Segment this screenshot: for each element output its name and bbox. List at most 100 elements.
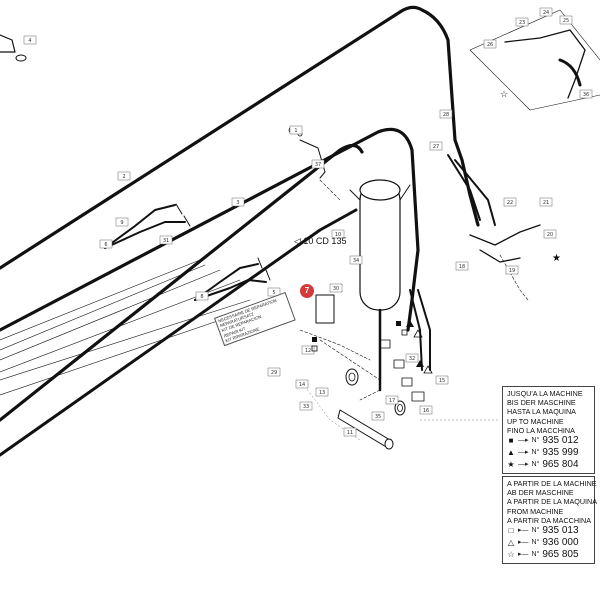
square-outline-marker [311, 345, 318, 352]
svg-text:37: 37 [315, 162, 321, 168]
hydraulic-hose [0, 127, 420, 332]
svg-text:2: 2 [122, 174, 125, 180]
part-callout: 2 [117, 171, 131, 181]
legend-line: A PARTIR DE LA MAQUINA [507, 497, 597, 507]
part-callout: 16 [419, 405, 433, 415]
arrow-left-icon: ◁ [294, 236, 304, 246]
part-callout: 30 [329, 283, 343, 293]
svg-text:31: 31 [163, 238, 169, 244]
svg-text:28: 28 [443, 112, 449, 118]
callout-layer: 1 2 3 4 5 6 8 9 10 11 12 13 14 15 16 17 … [23, 7, 593, 437]
part-callout: 35 [371, 411, 385, 421]
part-callout: 12 [301, 345, 315, 355]
serial-range-row: ▲ —▸ N° 935 999 [507, 447, 590, 459]
part-callout: 24 [539, 7, 553, 17]
svg-text:36: 36 [583, 92, 589, 98]
svg-text:26: 26 [487, 42, 493, 48]
star-filled-marker: ★ [552, 253, 561, 264]
svg-text:35: 35 [375, 414, 381, 420]
svg-text:33: 33 [303, 404, 309, 410]
square-outline-marker [401, 329, 408, 336]
serial-prefix: N° [531, 461, 540, 469]
part-callout: 27 [429, 141, 443, 151]
svg-text:24: 24 [543, 10, 549, 16]
square-filled-icon: ■ [508, 436, 514, 446]
part-callout: 3 [231, 197, 245, 207]
svg-text:30: 30 [333, 286, 339, 292]
legend-line: A PARTIR DE LA MACHINE [507, 479, 597, 488]
part-callout: 9 [115, 217, 129, 227]
svg-text:3: 3 [236, 200, 239, 206]
star-outline-icon: ☆ [507, 550, 515, 560]
svg-text:27: 27 [433, 144, 439, 150]
part-callout: 25 [559, 15, 573, 25]
serial-number: 935 013 [542, 525, 579, 537]
part-callout: 29 [267, 367, 281, 377]
svg-text:23: 23 [519, 20, 525, 26]
svg-text:19: 19 [509, 268, 515, 274]
serial-range-row: □ ▸— N° 935 013 [507, 525, 590, 537]
hydraulic-hose [0, 208, 358, 457]
symbol-markers [311, 320, 433, 374]
triangle-filled-marker [416, 360, 424, 367]
part-callout: 23 [515, 17, 529, 27]
star-outline-marker: ☆ [500, 89, 508, 99]
reference-label: ◁ 10 CD 135 [294, 236, 347, 246]
arrow-right-icon: ▸— [518, 551, 529, 559]
legend-line: HASTA LA MAQUINA [507, 407, 576, 417]
serial-range-row: ★ —▸ N° 965 804 [507, 459, 590, 471]
hydraulic-cylinder [359, 181, 401, 311]
arrow-right-icon: —▸ [518, 461, 529, 469]
legend-line: BIS DER MASCHINE [507, 398, 576, 408]
part-callout: 13 [315, 387, 329, 397]
serial-range-row: ☆ ▸— N° 965 805 [507, 549, 590, 561]
svg-text:15: 15 [439, 378, 445, 384]
hydraulic-hose [0, 5, 480, 270]
serial-prefix: N° [531, 551, 540, 559]
svg-text:11: 11 [347, 430, 353, 436]
serial-number: 965 805 [542, 549, 579, 561]
part-callout: 28 [439, 109, 453, 119]
square-filled-marker [312, 337, 317, 342]
part-callout: 6 [99, 239, 113, 249]
svg-text:17: 17 [389, 398, 395, 404]
part-callout: 22 [503, 197, 517, 207]
star-filled-icon: ★ [507, 460, 515, 470]
part-callout: 11 [343, 427, 357, 437]
square-filled-marker [396, 321, 401, 326]
triangle-filled-marker [406, 320, 414, 327]
part-callout: 1 [289, 125, 303, 135]
serial-prefix: N° [531, 527, 540, 535]
part-callout: 18 [455, 261, 469, 271]
svg-text:13: 13 [319, 390, 325, 396]
part-callout: 37 [311, 159, 325, 169]
legend-from-machine: A PARTIR DE LA MACHINE AB DER MASCHINE A… [502, 476, 597, 565]
svg-text:6: 6 [104, 242, 107, 248]
serial-number: 935 999 [542, 447, 579, 459]
part-callout: 14 [295, 379, 309, 389]
svg-text:5: 5 [272, 290, 275, 296]
arrow-right-icon: —▸ [518, 449, 529, 457]
serial-number: 965 804 [542, 459, 579, 471]
part-callout: 36 [579, 89, 593, 99]
part-callout: 20 [543, 229, 557, 239]
svg-text:12: 12 [305, 348, 311, 354]
triangle-filled-icon: ▲ [507, 448, 515, 458]
part-callout: 31 [159, 235, 173, 245]
part-callout: 10 [331, 229, 345, 239]
svg-text:4: 4 [28, 38, 31, 44]
svg-text:32: 32 [409, 356, 415, 362]
legend-line: FINO LA MACCHINA [507, 425, 575, 435]
highlighted-part-callout: 7 [300, 284, 314, 298]
serial-number: 935 012 [542, 435, 579, 447]
triangle-outline-marker [423, 365, 433, 374]
fitting-assembly [504, 29, 586, 99]
legend-until-machine: JUSQU'A LA MACHINE BIS DER MASCHINE HAST… [502, 386, 595, 475]
part-callout: 32 [405, 353, 419, 363]
legend-line: A PARTIR DA MACCHINA [507, 515, 592, 525]
hydraulic-hose [0, 143, 364, 422]
triangle-outline-icon: △ [507, 538, 515, 548]
square-outline-icon: □ [508, 526, 514, 536]
legend-line: AB DER MASCHINE [507, 488, 574, 498]
svg-text:8: 8 [200, 294, 203, 300]
